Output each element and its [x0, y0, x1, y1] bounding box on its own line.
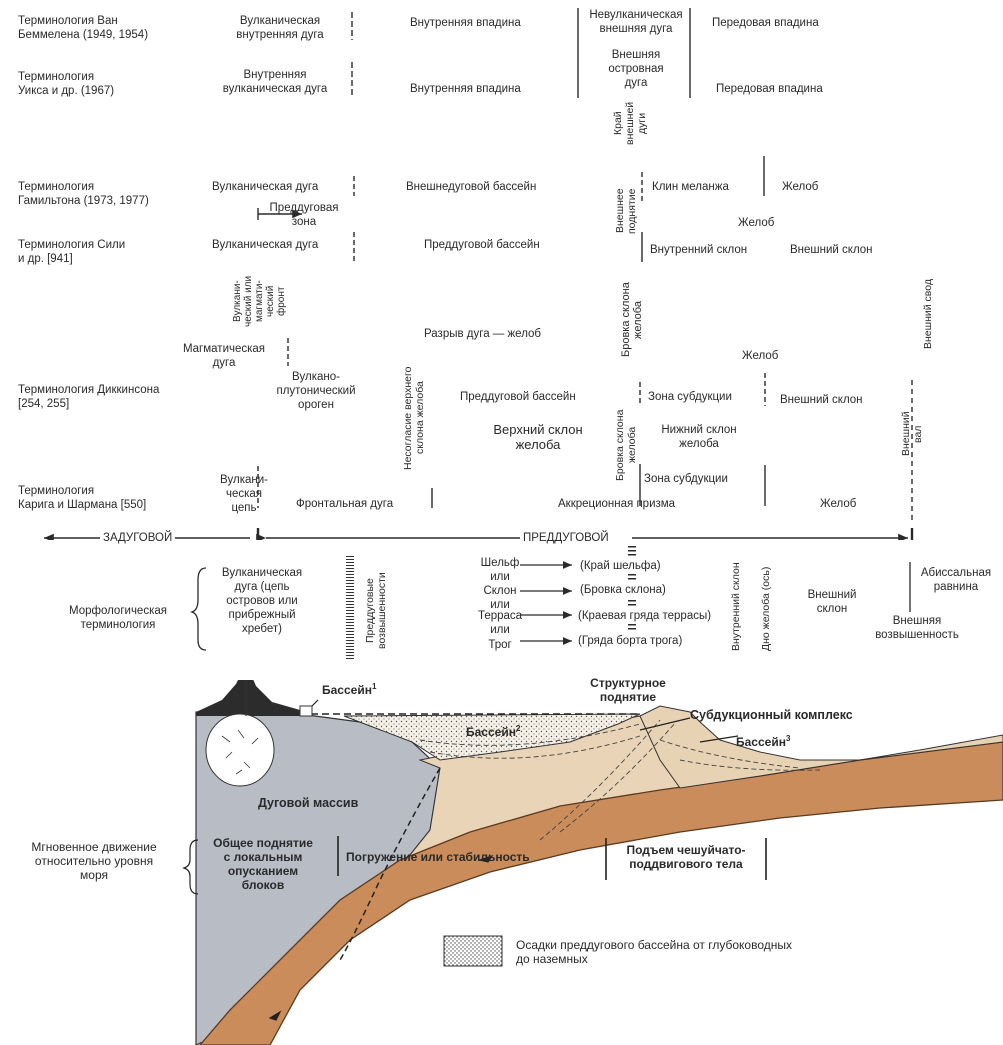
hamilton-forearc-zone: Преддуговая зона [269, 202, 339, 228]
vanbemmelen-nonvolcanic-outer-arc: Невулканическая внешняя дуга [589, 9, 683, 35]
magma-chamber-shape [205, 713, 275, 787]
morph-abyssal-plain: Абиссальная равнина [920, 567, 992, 593]
dickinson-trench: Желоб [742, 350, 779, 362]
dickinson-outer-slope: Внешний склон [780, 394, 863, 406]
axis-forearc: ПРЕДДУГОВОЙ [520, 531, 612, 545]
basin-1-text: Бассейн [322, 683, 372, 697]
morph-left-0: Шельф или [480, 557, 520, 583]
dickinson-upper-trench-slope: Верхний склон желоба [493, 422, 583, 452]
seely-volcanic-arc: Вулканическая дуга [212, 239, 319, 251]
karig-frontal-arc: Фронтальная дуга [296, 498, 394, 510]
morph-hatch-bar [346, 556, 354, 660]
basin-1-sup: 1 [371, 682, 377, 691]
basin-3-sup: 3 [785, 734, 791, 743]
morph-right-1: (Бровка склона) [580, 584, 666, 596]
row-label-hamilton: Терминология Гамильтона (1973, 1977) [18, 181, 149, 207]
subsidence-label: Погружение или стабильность [346, 850, 530, 864]
morph-left-2: Терраса или [477, 610, 523, 636]
hamilton-melange-wedge: Клин меланжа [652, 181, 729, 193]
uplift-label: Общее поднятие с локальным опусканием бл… [213, 836, 313, 892]
dickinson-lower-trench-slope: Нижний склон желоба [661, 424, 737, 450]
seely-outer-slope: Внешний склон [790, 244, 873, 256]
row-label-karig: Терминология Карига и Шармана [550] [18, 485, 147, 511]
karig-trench: Желоб [820, 498, 857, 510]
morph-left-1: Склон или [483, 585, 517, 611]
instant-movement-label: Мгновенное движение относительно уровня … [31, 840, 157, 882]
hamilton-outer-arc-basin: Внешнедуговой бассейн [406, 181, 537, 193]
basin-1-label: Бассейн1 [322, 680, 376, 697]
cross-section [182, 680, 1003, 1045]
seely-forearc-basin: Преддуговой бассейн [424, 239, 540, 251]
weeks-foredeep: Передовая впадина [716, 83, 823, 95]
morph-right-2: (Краевая гряда террасы) [578, 610, 712, 622]
hamilton-trench: Желоб [782, 181, 819, 193]
morph-right-0: (Край шельфа) [580, 560, 661, 572]
structural-high-label: Структурное поднятие [590, 676, 666, 704]
subduction-complex-label: Субдукционный комплекс [690, 708, 853, 722]
row-label-weeks: Терминология Уикса и др. (1967) [18, 71, 115, 97]
dickinson-forearc-basin: Преддуговой бассейн [460, 391, 576, 403]
morph-outer-slope: Внешний склон [807, 589, 857, 615]
vanbemmelen-volcanic-inner-arc: Вулканическая внутренняя дуга [236, 15, 324, 41]
seely-inner-slope: Внутренний склон [650, 244, 748, 256]
basin-3-label: Бассейн3 [736, 732, 790, 749]
weeks-inner-volcanic-arc: Внутренняя вулканическая дуга [222, 69, 328, 95]
legend-text: Осадки преддугового бассейна от глубоков… [516, 938, 792, 966]
morph-outer-rise: Внешняя возвышенность [875, 615, 959, 641]
dickinson-subduction-zone: Зона субдукции [648, 391, 732, 403]
dickinson-volcano-plutonic-orogen: Вулкано- плутонический ороген [276, 371, 356, 411]
morph-left-3: Трог [488, 639, 512, 651]
row-label-dickinson: Терминология Диккинсона [254, 255] [18, 384, 160, 410]
dickinson-arc-trench-gap: Разрыв дуга — желоб [424, 328, 542, 340]
morph-label: Морфологическая терминология [68, 605, 167, 631]
imbricate-uplift-label: Подъем чешуйчато- поддвигового тела [626, 843, 746, 871]
dickinson-magmatic-arc: Магматическая дуга [182, 343, 266, 369]
vanbemmelen-foredeep: Передовая впадина [712, 17, 819, 29]
karig-volcanic-chain: Вулкани- ческая цепь [219, 474, 269, 514]
volcano-shape [196, 680, 300, 716]
karig-accretionary-prism: Аккреционная призма [558, 498, 676, 510]
weeks-inner-depression: Внутренняя впадина [410, 83, 521, 95]
morph-right-3: (Гряда борта трога) [578, 635, 683, 647]
basin-2-text: Бассейн [466, 725, 516, 739]
subducting-slab-shape [199, 741, 1003, 1045]
arc-massif-label: Дуговой массив [258, 796, 359, 810]
karig-subduction-zone: Зона субдукции [644, 473, 728, 485]
hamilton-volcanic-arc: Вулканическая дуга [212, 181, 319, 193]
seely-trench: Желоб [738, 217, 775, 229]
basin-2-label: Бассейн2 [466, 722, 520, 739]
weeks-outer-island-arc: Внешняя островная дуга [608, 49, 664, 89]
forearc-basin-shape [343, 713, 641, 761]
row-label-vanbemmelen: Терминология Ван Беммелена (1949, 1954) [18, 15, 149, 41]
row-label-seely: Терминология Сили и др. [941] [18, 239, 126, 265]
axis-backarc: ЗАДУГОВОЙ [100, 531, 176, 545]
vanbemmelen-inner-depression: Внутренняя впадина [410, 17, 521, 29]
legend-swatch [443, 935, 503, 967]
basin-3-text: Бассейн [736, 735, 786, 749]
table-lines [44, 8, 914, 540]
morph-lines [189, 546, 911, 651]
basin-2-sup: 2 [515, 724, 521, 733]
morph-volcanic-arc: Вулканическая дуга (цепь островов или пр… [221, 567, 303, 635]
